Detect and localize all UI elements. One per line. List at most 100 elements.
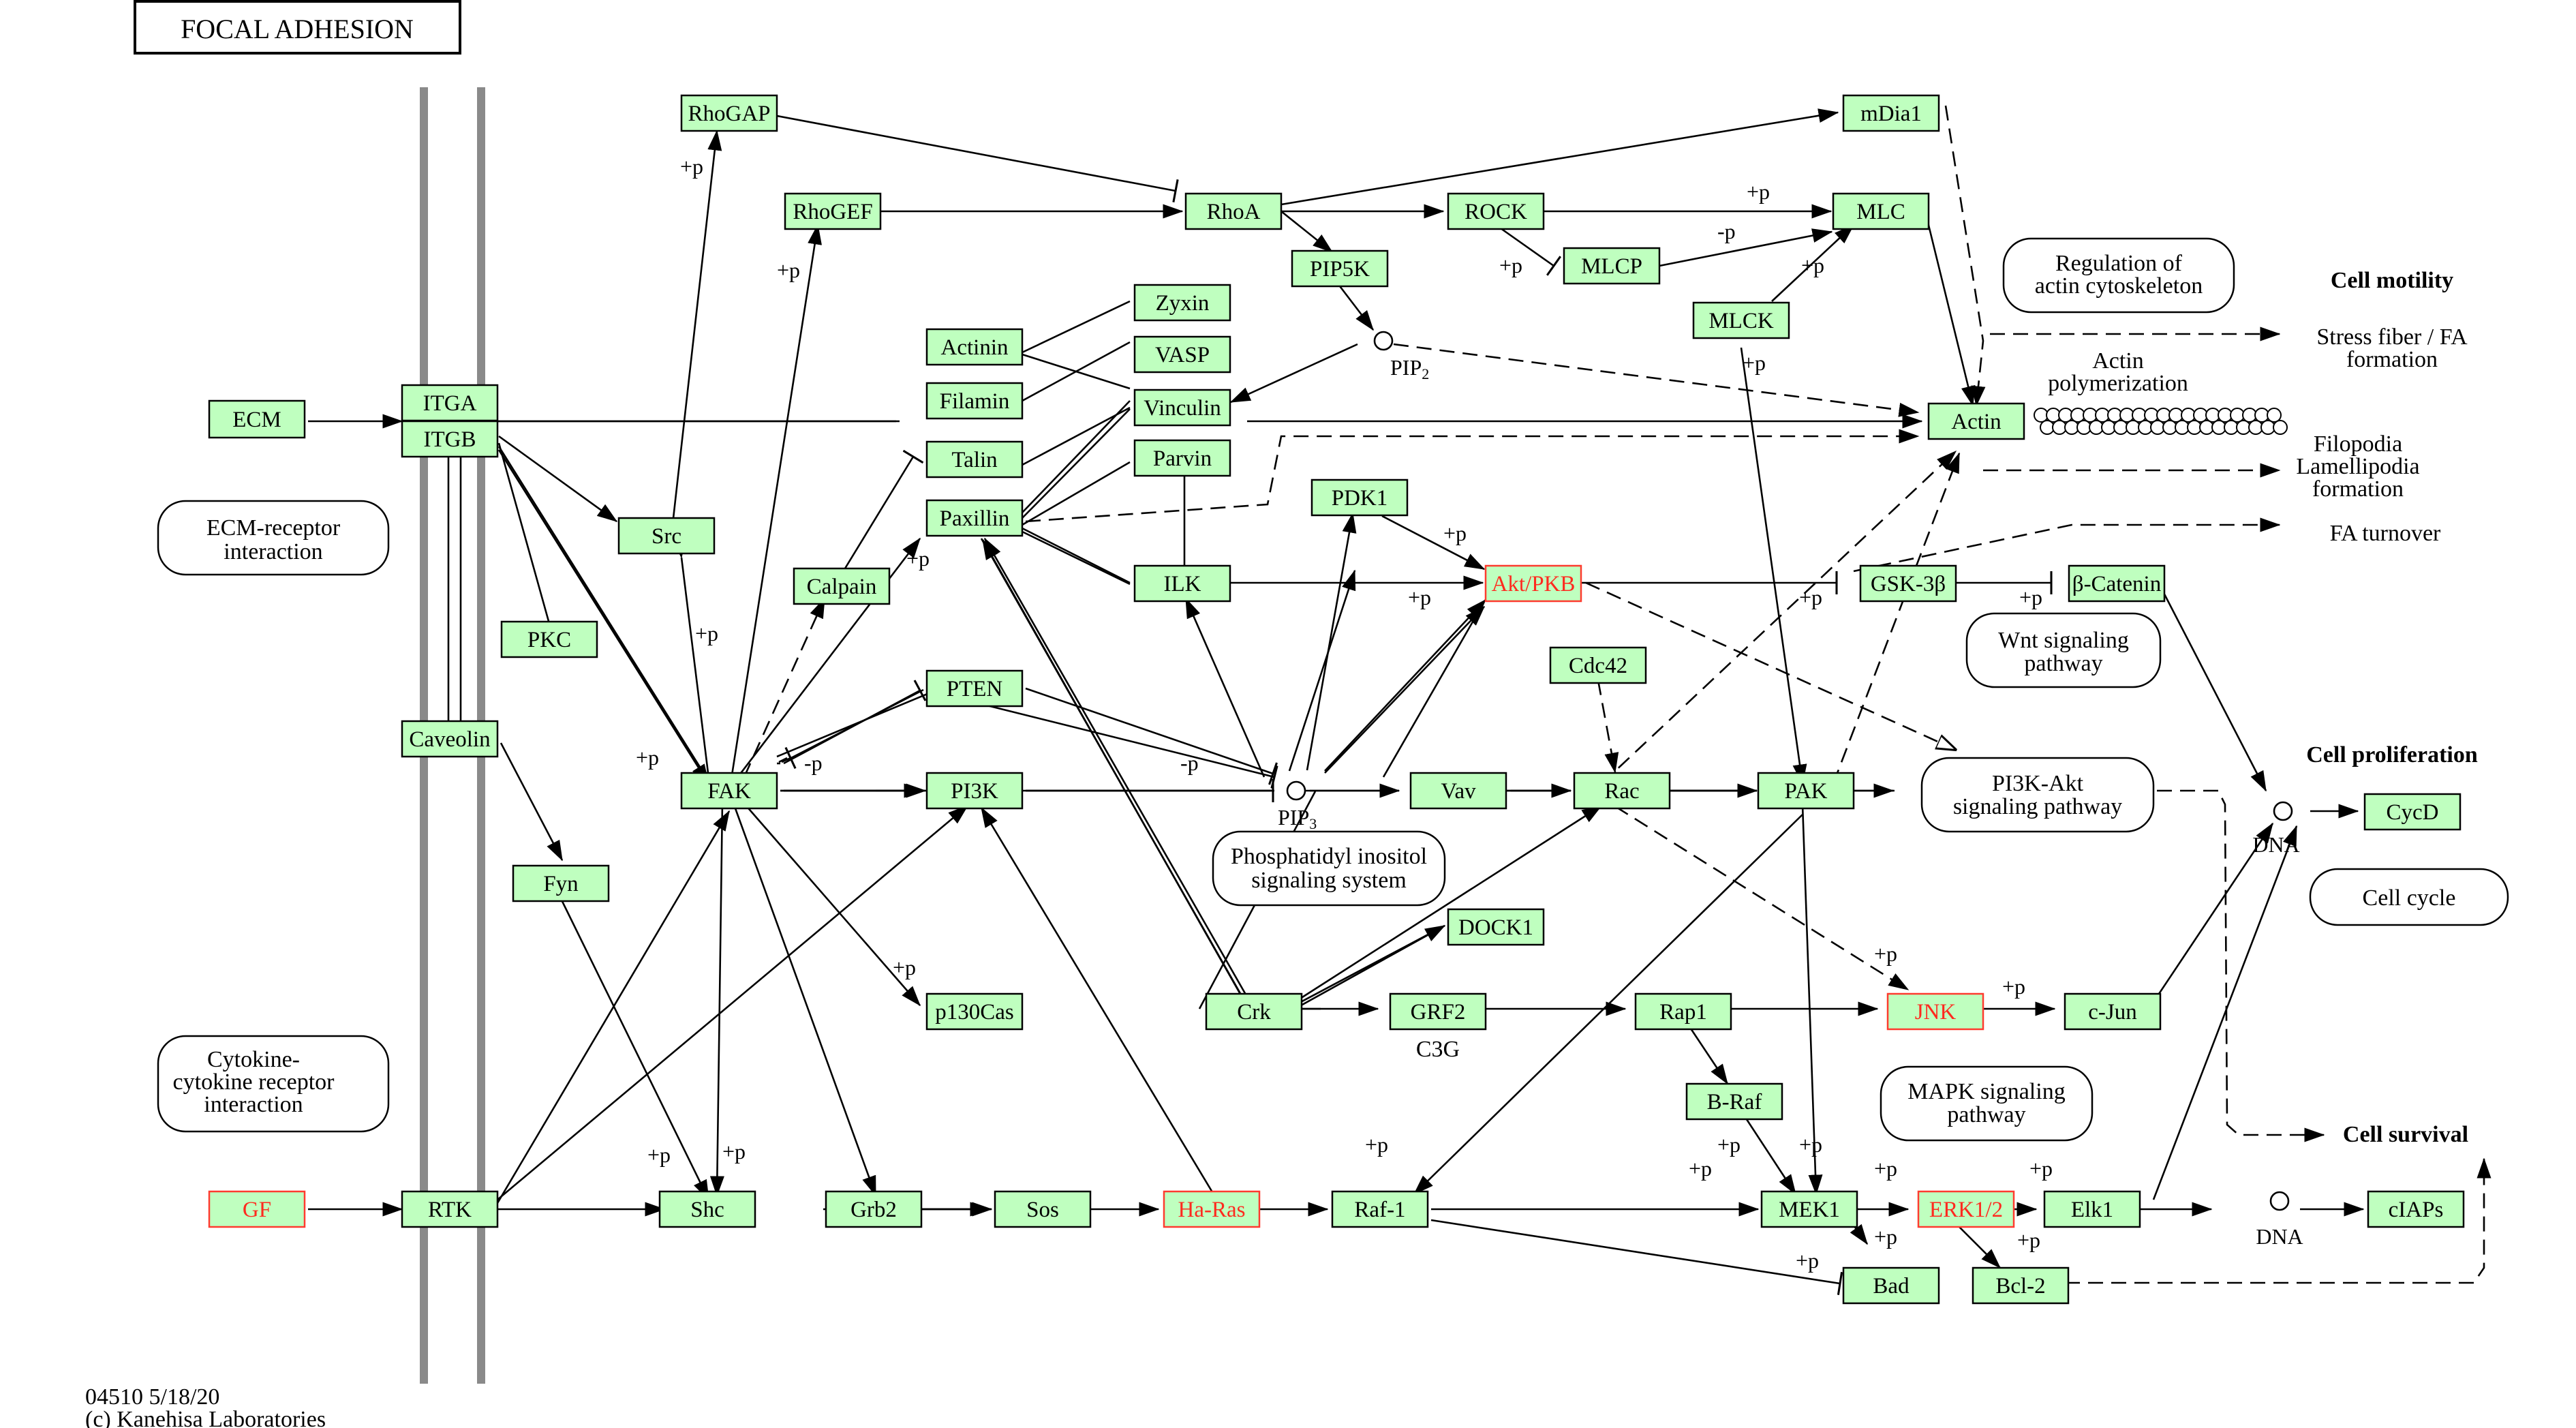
gene-mlc[interactable]: MLC (1832, 192, 1930, 230)
map-mapk[interactable]: MAPK signaling pathway (1880, 1065, 2094, 1142)
gene-elk1[interactable]: Elk1 (2043, 1190, 2141, 1228)
svg-text:MAPK signaling: MAPK signaling (1907, 1079, 2065, 1104)
gene-caveolin[interactable]: Caveolin (401, 720, 499, 758)
gene-rhogap[interactable]: RhoGAP (680, 94, 778, 132)
gene-dock1[interactable]: DOCK1 (1447, 908, 1545, 946)
gene-bad[interactable]: Bad (1842, 1266, 1940, 1305)
diagram-title: FOCAL ADHESION (134, 0, 461, 55)
svg-text:+p: +p (2017, 1228, 2040, 1252)
outcome-notes: Cell motility Stress fiber / FA formatio… (1416, 268, 2478, 1147)
gene-rhogef[interactable]: RhoGEF (784, 192, 882, 230)
gene-ciaps[interactable]: cIAPs (2367, 1190, 2465, 1228)
gene-raf1[interactable]: Raf-1 (1331, 1190, 1429, 1228)
svg-text:mDia1: mDia1 (1860, 102, 1922, 126)
gene-pip5k[interactable]: PIP5K (1291, 249, 1389, 288)
gene-itga[interactable]: ITGA (401, 384, 499, 422)
actin-monomer (2267, 408, 2282, 423)
svg-text:ERK1/2: ERK1/2 (1929, 1198, 2003, 1222)
svg-text:formation: formation (2346, 347, 2438, 372)
actin-monomer (2273, 420, 2288, 435)
svg-text:RhoGAP: RhoGAP (688, 102, 770, 126)
compound-pip3[interactable]: PIP3 (1278, 780, 1317, 832)
gene-cycd[interactable]: CycD (2363, 793, 2462, 831)
gene-cdc42[interactable]: Cdc42 (1549, 646, 1647, 684)
gene-rhoa[interactable]: RhoA (1184, 192, 1283, 230)
svg-text:ILK: ILK (1164, 572, 1201, 596)
map-pi3k-akt[interactable]: PI3K-Akt signaling pathway (1920, 757, 2155, 833)
compound-dna-survival[interactable]: DNA (2256, 1191, 2303, 1249)
svg-text:GRF2: GRF2 (1411, 1000, 1466, 1024)
gene-fak[interactable]: FAK (680, 772, 778, 810)
gene-jnk[interactable]: JNK (1886, 992, 1984, 1031)
gene-ilk[interactable]: ILK (1133, 564, 1231, 603)
svg-text:+p: +p (1874, 1224, 1897, 1249)
svg-text:ECM-receptor: ECM-receptor (206, 515, 341, 541)
gene-rac[interactable]: Rac (1573, 772, 1671, 810)
gene-rap1[interactable]: Rap1 (1634, 992, 1732, 1031)
map-ecm-receptor[interactable]: ECM-receptor interaction (157, 500, 390, 576)
svg-text:ECM: ECM (232, 408, 281, 432)
gene-actin[interactable]: Actin (1927, 402, 2025, 440)
gene-paxillin[interactable]: Paxillin (925, 499, 1024, 537)
gene-gf[interactable]: GF (208, 1190, 306, 1228)
gene-erk[interactable]: ERK1/2 (1917, 1190, 2015, 1228)
gene-vasp[interactable]: VASP (1133, 335, 1231, 374)
gene-mek1[interactable]: MEK1 (1760, 1190, 1858, 1228)
gene-mdia1[interactable]: mDia1 (1842, 94, 1940, 132)
svg-text:Talin: Talin (951, 448, 997, 472)
gene-grb2[interactable]: Grb2 (825, 1190, 923, 1228)
svg-text:PI3K: PI3K (951, 779, 998, 804)
gene-braf[interactable]: B-Raf (1685, 1082, 1783, 1121)
gene-zyxin[interactable]: Zyxin (1133, 284, 1231, 322)
gene-ecm[interactable]: ECM (208, 399, 306, 439)
map-regulation-actin[interactable]: Regulation of actin cytoskeleton (2002, 237, 2235, 314)
gene-pi3k[interactable]: PI3K (925, 772, 1024, 810)
gene-parvin[interactable]: Parvin (1133, 439, 1231, 477)
gene-p130cas[interactable]: p130Cas (925, 992, 1024, 1031)
gene-akt[interactable]: Akt/PKB (1484, 564, 1582, 603)
gene-vav[interactable]: Vav (1409, 772, 1507, 810)
gene-talin[interactable]: Talin (925, 440, 1024, 478)
svg-text:PIP3: PIP3 (1278, 805, 1317, 832)
svg-text:MLCK: MLCK (1708, 309, 1774, 333)
gene-rock[interactable]: ROCK (1447, 192, 1545, 230)
gene-mlcp[interactable]: MLCP (1563, 247, 1661, 285)
map-phosphatidyl-inositol[interactable]: Phosphatidyl inositol signaling system (1212, 830, 1446, 907)
gene-filamin[interactable]: Filamin (925, 382, 1024, 420)
gene-sos[interactable]: Sos (994, 1190, 1092, 1228)
gene-pak[interactable]: PAK (1757, 772, 1855, 810)
map-cell-cycle[interactable]: Cell cycle (2309, 868, 2509, 926)
edge-labels: +p +p +p +p -p +p -p +p +p +p +p +p +p +… (636, 154, 2053, 1273)
gene-rtk[interactable]: RTK (401, 1190, 499, 1228)
gene-gsk3b[interactable]: GSK-3β (1859, 564, 1957, 603)
gene-pdk1[interactable]: PDK1 (1310, 478, 1409, 517)
gene-fyn[interactable]: Fyn (512, 864, 610, 902)
gene-vinculin[interactable]: Vinculin (1133, 389, 1231, 427)
gene-crk[interactable]: Crk (1205, 992, 1303, 1031)
gene-src[interactable]: Src (617, 517, 716, 555)
actin-filament-icon (2034, 408, 2288, 435)
svg-text:PI3K-Akt: PI3K-Akt (1992, 771, 2084, 796)
svg-text:Bad: Bad (1873, 1274, 1910, 1298)
svg-text:Calpain: Calpain (807, 575, 877, 599)
footer: 04510 5/18/20 (c) Kanehisa Laboratories (85, 1384, 326, 1428)
gene-mlck[interactable]: MLCK (1692, 301, 1790, 339)
note-actin-polymerization: Actin (2092, 348, 2144, 374)
map-cytokine[interactable]: Cytokine- cytokine receptor interaction (157, 1035, 390, 1133)
gene-pten[interactable]: PTEN (925, 669, 1024, 708)
gene-bcl2[interactable]: Bcl-2 (1972, 1266, 2070, 1305)
gene-cjun[interactable]: c-Jun (2064, 992, 2162, 1031)
map-wnt[interactable]: Wnt signaling pathway (1965, 612, 2162, 688)
gene-calpain[interactable]: Calpain (793, 567, 891, 605)
svg-text:cIAPs: cIAPs (2389, 1198, 2444, 1222)
gene-pkc[interactable]: PKC (500, 620, 598, 658)
compound-dna-proliferation[interactable]: DNA (2252, 801, 2300, 857)
indirect-edges (743, 105, 2491, 1284)
gene-grf2[interactable]: GRF2 (1389, 992, 1487, 1031)
gene-shc[interactable]: Shc (658, 1190, 756, 1228)
compound-pip2[interactable]: PIP2 (1373, 331, 1429, 382)
gene-actinin[interactable]: Actinin (925, 328, 1024, 366)
gene-bcatenin[interactable]: β-Catenin (2068, 564, 2166, 603)
gene-hras[interactable]: Ha-Ras (1163, 1190, 1261, 1228)
gene-itgb[interactable]: ITGB (401, 420, 499, 458)
